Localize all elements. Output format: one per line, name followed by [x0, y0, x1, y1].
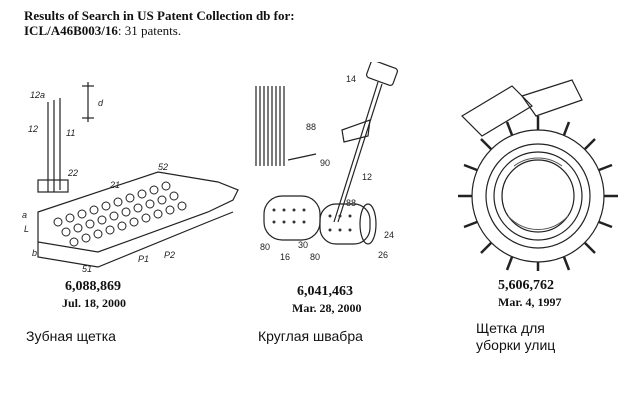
- results-title: Results of Search in US Patent Collectio…: [24, 8, 295, 23]
- label-16: 16: [280, 252, 290, 262]
- patent-number-3: 5,606,762: [498, 278, 554, 293]
- label-22: 22: [67, 168, 78, 178]
- roller-mop-drawing: 14 88 90 12 88 80 30 80 16 24 26: [255, 62, 398, 262]
- label-80-right: 80: [310, 252, 320, 262]
- label-12a: 12a: [30, 90, 45, 100]
- query-code: ICL/A46B003/16: [24, 23, 118, 38]
- label-14: 14: [346, 74, 356, 84]
- results-header: Results of Search in US Patent Collectio…: [24, 8, 295, 38]
- label-21: 21: [109, 180, 120, 190]
- label-p1: P1: [138, 254, 149, 264]
- label-d: d: [98, 98, 104, 108]
- results-query: ICL/A46B003/16: 31 patents.: [24, 23, 295, 38]
- caption-street-brush: Щетка для уборки улиц: [476, 320, 555, 354]
- label-a: a: [22, 210, 27, 220]
- patent-date-2: Mar. 28, 2000: [292, 301, 362, 315]
- label-80-left: 80: [260, 242, 270, 252]
- patent-date-1: Jul. 18, 2000: [62, 296, 127, 310]
- street-brush-drawing: [458, 79, 618, 271]
- label-88-top: 88: [306, 122, 316, 132]
- label-p2: P2: [164, 250, 175, 260]
- query-count: : 31 patents.: [117, 23, 182, 38]
- caption-street-brush-line1: Щетка для: [476, 320, 545, 336]
- label-51: 51: [82, 264, 92, 274]
- caption-toothbrush: Зубная щетка: [26, 328, 116, 344]
- label-12: 12: [362, 172, 372, 182]
- patent-date-3: Mar. 4, 1997: [498, 295, 562, 309]
- label-b: b: [32, 248, 37, 258]
- label-12: 12: [28, 124, 38, 134]
- label-52: 52: [158, 162, 168, 172]
- label-30: 30: [298, 240, 308, 250]
- toothbrush-drawing: 12a d 12 11 22 52 21 a L b P1 P2 51: [22, 82, 239, 274]
- caption-street-brush-line2: уборки улиц: [476, 337, 556, 353]
- label-88-bottom: 88: [346, 198, 356, 208]
- label-11: 11: [66, 128, 75, 138]
- caption-roller-mop: Круглая швабра: [258, 328, 363, 344]
- patent-number-2: 6,041,463: [297, 284, 353, 299]
- label-L: L: [24, 224, 29, 234]
- label-24: 24: [384, 230, 394, 240]
- label-90: 90: [320, 158, 330, 168]
- patent-number-1: 6,088,869: [65, 279, 121, 294]
- label-26: 26: [378, 250, 388, 260]
